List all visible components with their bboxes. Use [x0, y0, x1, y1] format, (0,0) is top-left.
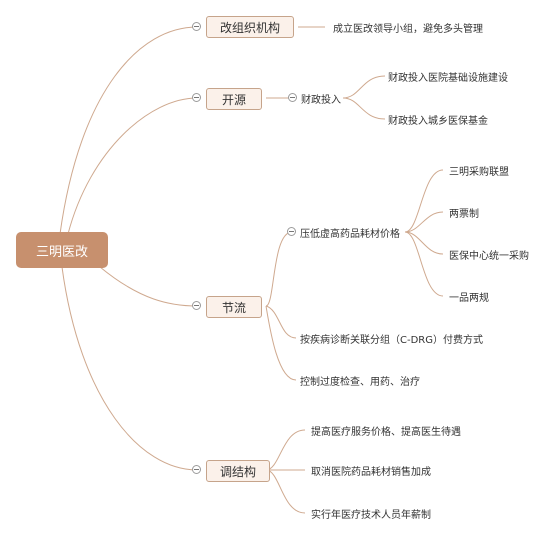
root-label: 三明医改 [35, 244, 88, 260]
adjust-item[interactable]: 取消医院药品耗材销售加成 [311, 462, 431, 478]
open-item-text: 财政投入城乡医保基金 [388, 115, 488, 127]
drug-item-text: 两票制 [449, 208, 479, 220]
connector-adjust-1 [265, 429, 306, 471]
connector-sub-item1 [342, 75, 386, 99]
open-sub[interactable]: 财政投入 [301, 90, 341, 106]
branch-adjust-label: 调结构 [219, 464, 256, 479]
org-detail-text: 成立医改领导小组，避免多头管理 [333, 23, 483, 35]
connector-drug-1 [404, 169, 444, 233]
drug-item[interactable]: 三明采购联盟 [449, 162, 509, 178]
connector-drug-4 [404, 231, 444, 297]
branch-org-label: 改组织机构 [219, 20, 280, 35]
drug-item[interactable]: 两票制 [449, 204, 479, 220]
collapse-toggle-save[interactable] [192, 301, 201, 310]
open-item[interactable]: 财政投入医院基础设施建设 [388, 68, 508, 84]
connector-root-open [67, 97, 198, 235]
drug-item-text: 一品两规 [449, 292, 489, 304]
save-drg[interactable]: 按疾病诊断关联分组（C-DRG）付费方式 [300, 330, 483, 346]
drug-item-text: 医保中心统一采购 [449, 250, 529, 262]
adjust-item-text: 提高医疗服务价格、提高医生待遇 [311, 426, 461, 438]
branch-org[interactable]: 改组织机构 [206, 16, 294, 38]
collapse-toggle-org[interactable] [192, 22, 201, 31]
drug-item-text: 三明采购联盟 [449, 166, 509, 178]
connector-root-adjust [61, 266, 198, 471]
branch-save[interactable]: 节流 [206, 296, 262, 318]
connector-sub-item2 [342, 97, 386, 120]
adjust-item[interactable]: 实行年医疗技术人员年薪制 [311, 505, 431, 521]
adjust-item-text: 实行年医疗技术人员年薪制 [311, 509, 431, 521]
root-node[interactable]: 三明医改 [16, 232, 108, 268]
branch-open-label: 开源 [221, 92, 246, 107]
org-detail[interactable]: 成立医改领导小组，避免多头管理 [333, 19, 483, 35]
branch-save-label: 节流 [221, 300, 246, 315]
collapse-toggle-open[interactable] [192, 93, 201, 102]
collapse-toggle-open-sub[interactable] [288, 93, 297, 102]
connector-drug-3 [404, 231, 444, 255]
connector-save-drug [265, 231, 293, 307]
collapse-toggle-adjust[interactable] [192, 465, 201, 474]
branch-adjust[interactable]: 调结构 [206, 460, 270, 482]
save-ctrl[interactable]: 控制过度检查、用药、治疗 [300, 372, 420, 388]
connector-root-save [99, 266, 198, 307]
drug-item[interactable]: 一品两规 [449, 288, 489, 304]
save-drg-text: 按疾病诊断关联分组（C-DRG）付费方式 [300, 334, 483, 346]
save-drug-text: 压低虚高药品耗材价格 [300, 228, 400, 240]
connector-drug-2 [404, 211, 444, 233]
open-item[interactable]: 财政投入城乡医保基金 [388, 111, 488, 127]
collapse-toggle-drug[interactable] [287, 227, 296, 236]
open-sub-text: 财政投入 [301, 94, 341, 106]
save-drug[interactable]: 压低虚高药品耗材价格 [300, 224, 400, 240]
connector-save-drg [265, 305, 297, 339]
branch-open[interactable]: 开源 [206, 88, 262, 110]
connector-adjust-3 [265, 469, 306, 514]
adjust-item-text: 取消医院药品耗材销售加成 [311, 466, 431, 478]
adjust-item[interactable]: 提高医疗服务价格、提高医生待遇 [311, 422, 461, 438]
drug-item[interactable]: 医保中心统一采购 [449, 246, 529, 262]
connector-save-ctrl [265, 305, 297, 381]
open-item-text: 财政投入医院基础设施建设 [388, 72, 508, 84]
save-ctrl-text: 控制过度检查、用药、治疗 [300, 376, 420, 388]
connector-root-org [59, 26, 198, 235]
